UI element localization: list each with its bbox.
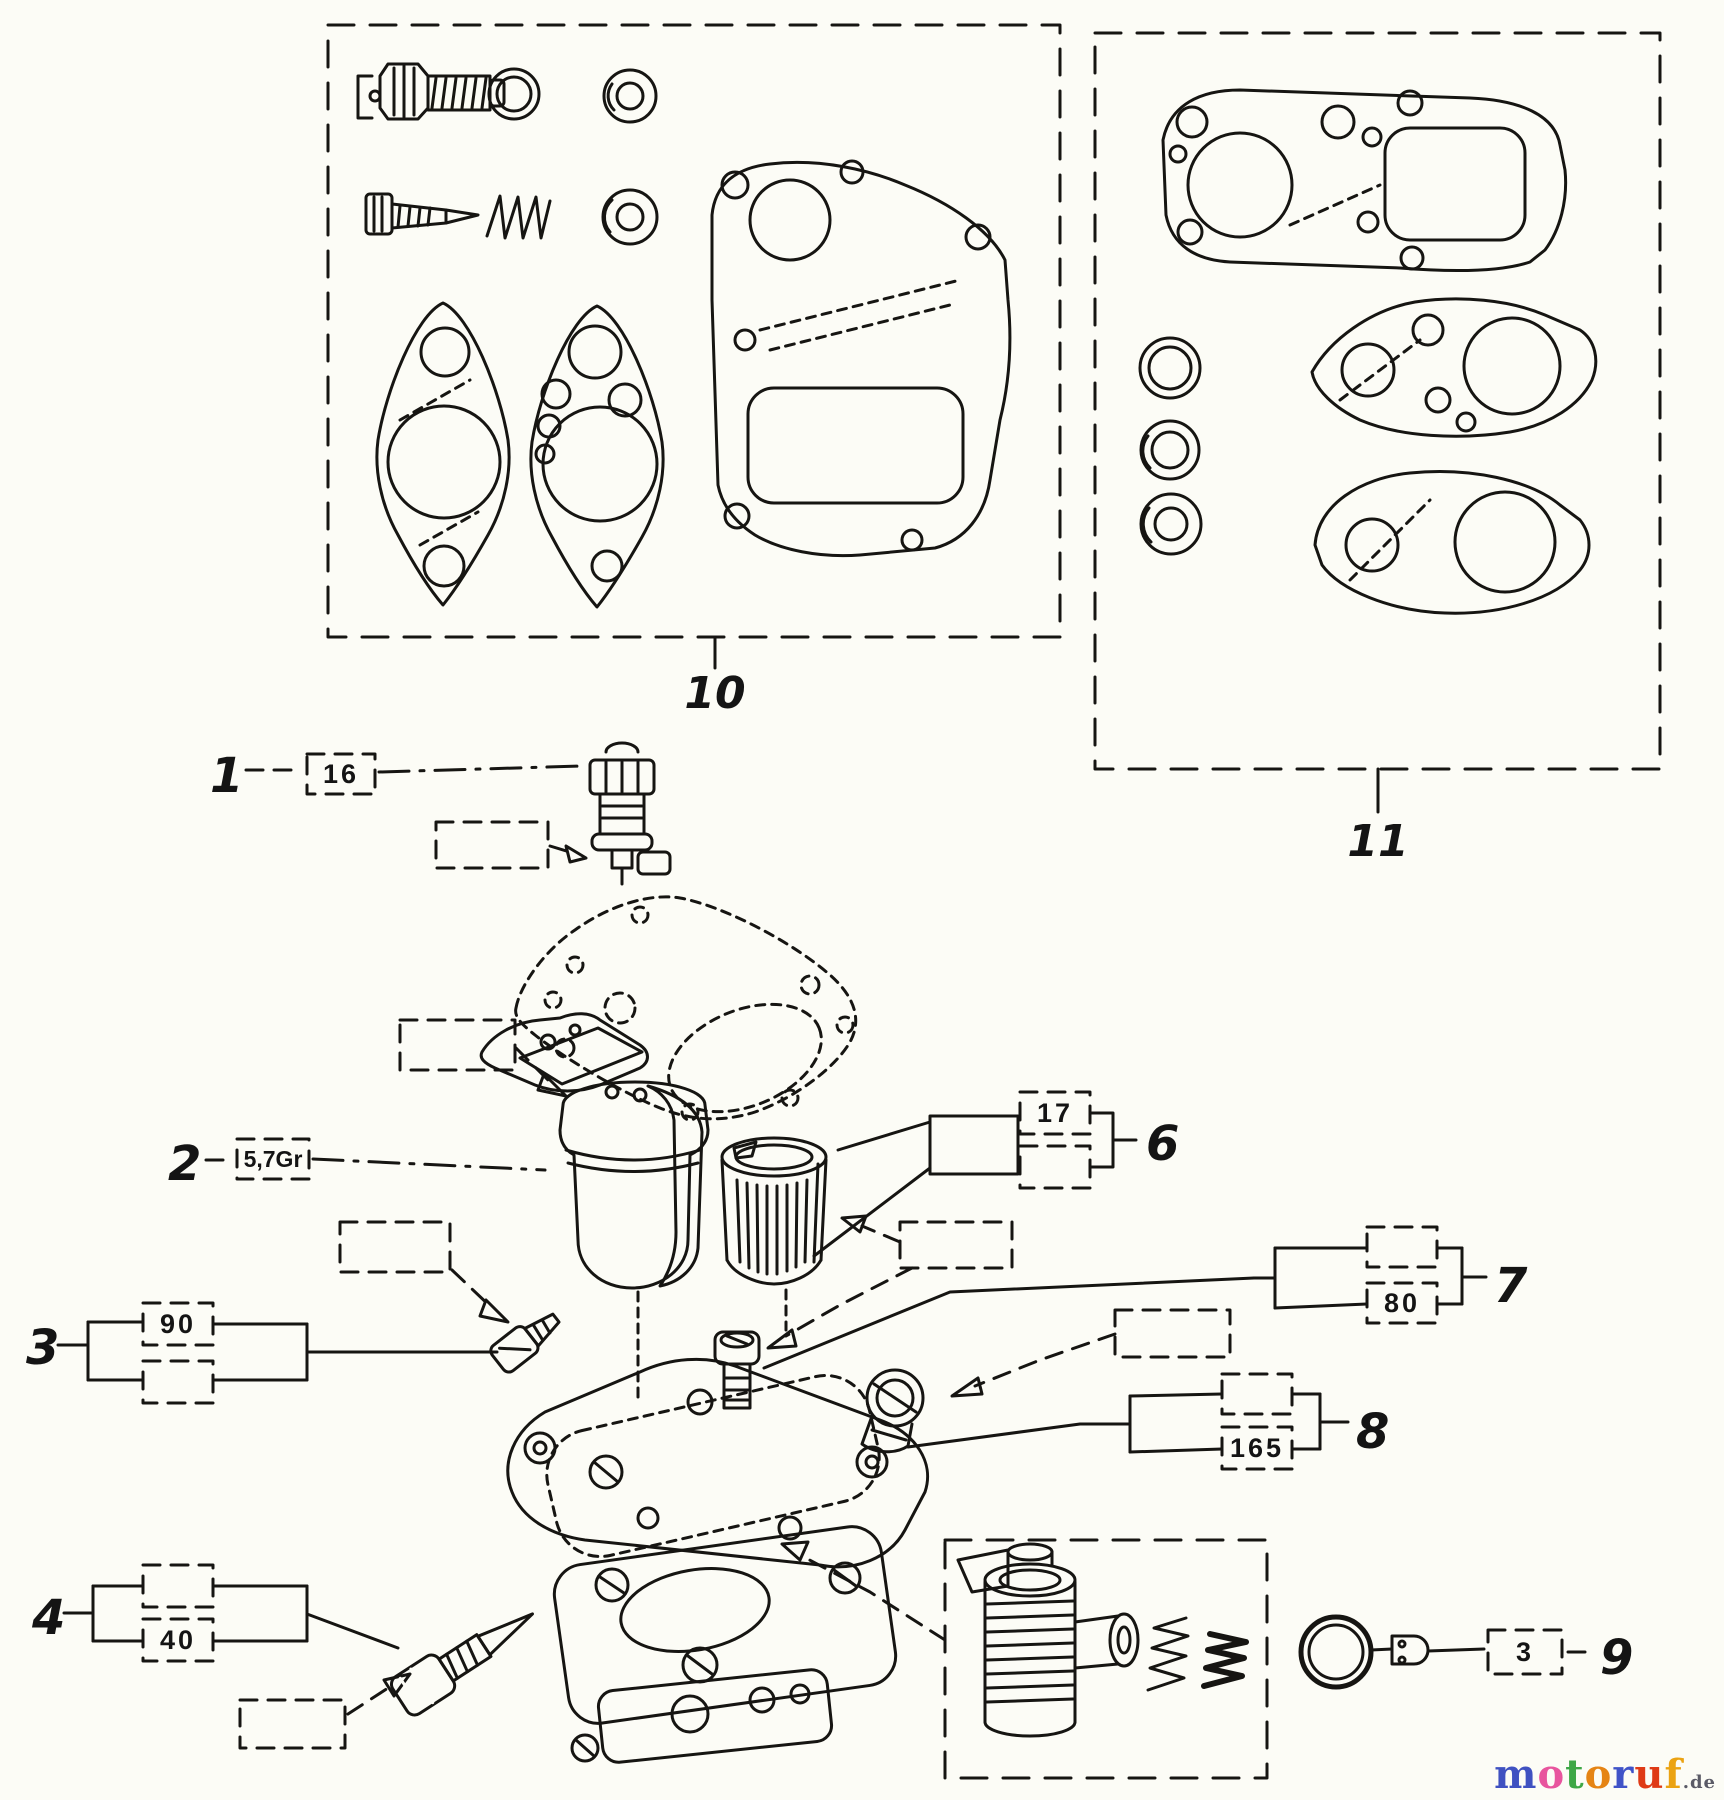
callout-6-number: 6 bbox=[1146, 1116, 1179, 1172]
part-number-16: 16 bbox=[323, 759, 359, 789]
spring bbox=[485, 194, 552, 240]
empty-part-box bbox=[338, 1220, 452, 1274]
seal-ring-3 bbox=[1139, 492, 1203, 556]
empty-part-box bbox=[1018, 1144, 1092, 1190]
empty-part-box bbox=[141, 1359, 215, 1405]
part-number-box-16 bbox=[305, 752, 377, 796]
callout-2-number: 2 bbox=[168, 1136, 201, 1192]
arrowhead bbox=[950, 1376, 984, 1398]
shutoff-valve-kit bbox=[943, 1538, 1269, 1780]
washer-thick bbox=[602, 68, 658, 124]
callout-4-number: 4 bbox=[31, 1590, 65, 1646]
logo-suffix: .de bbox=[1682, 1772, 1716, 1793]
fuel-shutoff-valve bbox=[956, 1542, 1140, 1738]
callout-2: 2 5,7Gr bbox=[168, 1136, 547, 1192]
main-jet bbox=[713, 1330, 761, 1410]
seal-ring-1 bbox=[1138, 336, 1202, 400]
callout-3: 3 90 bbox=[26, 1301, 499, 1405]
kit-11-label: 11 bbox=[1347, 816, 1408, 867]
part-number-3: 3 bbox=[1516, 1637, 1534, 1667]
callout-6: 17 6 bbox=[812, 1090, 1179, 1258]
arrowhead bbox=[766, 1328, 798, 1350]
float bbox=[720, 1136, 828, 1286]
float-bowl-cover bbox=[479, 1012, 710, 1290]
empty-part-box bbox=[898, 1220, 1014, 1270]
logo-letter: m bbox=[1494, 1751, 1538, 1798]
kit-10-dashed-box bbox=[326, 23, 1062, 639]
arrowhead bbox=[780, 1540, 810, 1562]
bushing-nut bbox=[601, 188, 659, 246]
manifold-gasket-oval bbox=[1313, 470, 1591, 615]
repair-kit-10: 10 bbox=[326, 23, 1062, 719]
pull-ring bbox=[1298, 1614, 1430, 1690]
arrowhead bbox=[564, 844, 588, 864]
valve-spring-large bbox=[1146, 1616, 1190, 1692]
float-needle-valve bbox=[588, 741, 672, 886]
idle-adjust-screw bbox=[364, 192, 480, 236]
callout-3-number: 3 bbox=[26, 1320, 59, 1376]
arrowhead bbox=[840, 1214, 868, 1234]
logo-letter: u bbox=[1634, 1751, 1665, 1798]
callout-7-number: 7 bbox=[1494, 1258, 1528, 1314]
carburetor-body bbox=[506, 1357, 947, 1764]
callout-9-number: 9 bbox=[1600, 1630, 1633, 1686]
part-number-box-3 bbox=[1486, 1628, 1564, 1676]
empty-part-box bbox=[238, 1698, 347, 1750]
seal-ring-2 bbox=[1139, 419, 1201, 481]
callout-1-number: 1 bbox=[210, 748, 243, 804]
motoruf-logo[interactable]: motoruf.de bbox=[1494, 1751, 1716, 1798]
callout-4: 4 40 bbox=[31, 1563, 412, 1750]
cover-gasket-kit11 bbox=[1161, 88, 1568, 272]
gasket-kit-11: 11 bbox=[1093, 31, 1662, 867]
part-number-57gr: 5,7Gr bbox=[244, 1146, 303, 1172]
logo-letter: o bbox=[1537, 1751, 1566, 1798]
empty-part-box bbox=[1113, 1308, 1232, 1359]
logo-letter: r bbox=[1612, 1751, 1635, 1798]
empty-part-box bbox=[1220, 1372, 1294, 1416]
needle-seat-bolt bbox=[356, 62, 506, 121]
part-number-80: 80 bbox=[1384, 1288, 1420, 1318]
leader-bracket bbox=[928, 1114, 1020, 1176]
empty-part-box bbox=[1365, 1225, 1439, 1269]
logo-letter: t bbox=[1565, 1751, 1585, 1798]
callout-7: 80 7 bbox=[762, 1225, 1528, 1370]
valve-spring-small bbox=[1201, 1631, 1249, 1689]
part-number-165: 165 bbox=[1230, 1433, 1284, 1463]
part-number-40: 40 bbox=[160, 1625, 196, 1655]
arrowhead bbox=[478, 1298, 510, 1324]
flange-gasket-a bbox=[375, 301, 511, 607]
empty-part-box bbox=[398, 1018, 517, 1072]
logo-letter: o bbox=[1584, 1751, 1613, 1798]
washer-thin bbox=[487, 67, 541, 121]
empty-part-box bbox=[434, 820, 550, 870]
cover-gasket-large bbox=[710, 159, 1012, 558]
callout-9: 3 9 bbox=[1298, 1614, 1633, 1690]
part-number-90: 90 bbox=[160, 1309, 196, 1339]
callout-8-number: 8 bbox=[1356, 1404, 1389, 1460]
arrowhead bbox=[536, 1072, 568, 1098]
valve-kit-dashed-box bbox=[943, 1538, 1269, 1780]
logo-letter: f bbox=[1664, 1751, 1683, 1798]
callout-1: 1 16 bbox=[210, 741, 672, 886]
manifold-gasket-diamond bbox=[1310, 297, 1598, 438]
kit-10-label: 10 bbox=[684, 668, 745, 719]
part-number-box-57gr bbox=[235, 1137, 311, 1181]
jet-pointers bbox=[338, 1214, 1232, 1398]
mixture-needle-screw bbox=[389, 1612, 535, 1717]
center-assembly bbox=[398, 895, 858, 1404]
callout-8: 165 8 bbox=[906, 1372, 1389, 1471]
empty-part-box bbox=[141, 1563, 215, 1609]
kit-11-dashed-box bbox=[1093, 31, 1662, 771]
flange-gasket-b bbox=[529, 304, 665, 609]
part-number-17: 17 bbox=[1037, 1098, 1073, 1128]
pilot-jet bbox=[489, 1312, 561, 1374]
